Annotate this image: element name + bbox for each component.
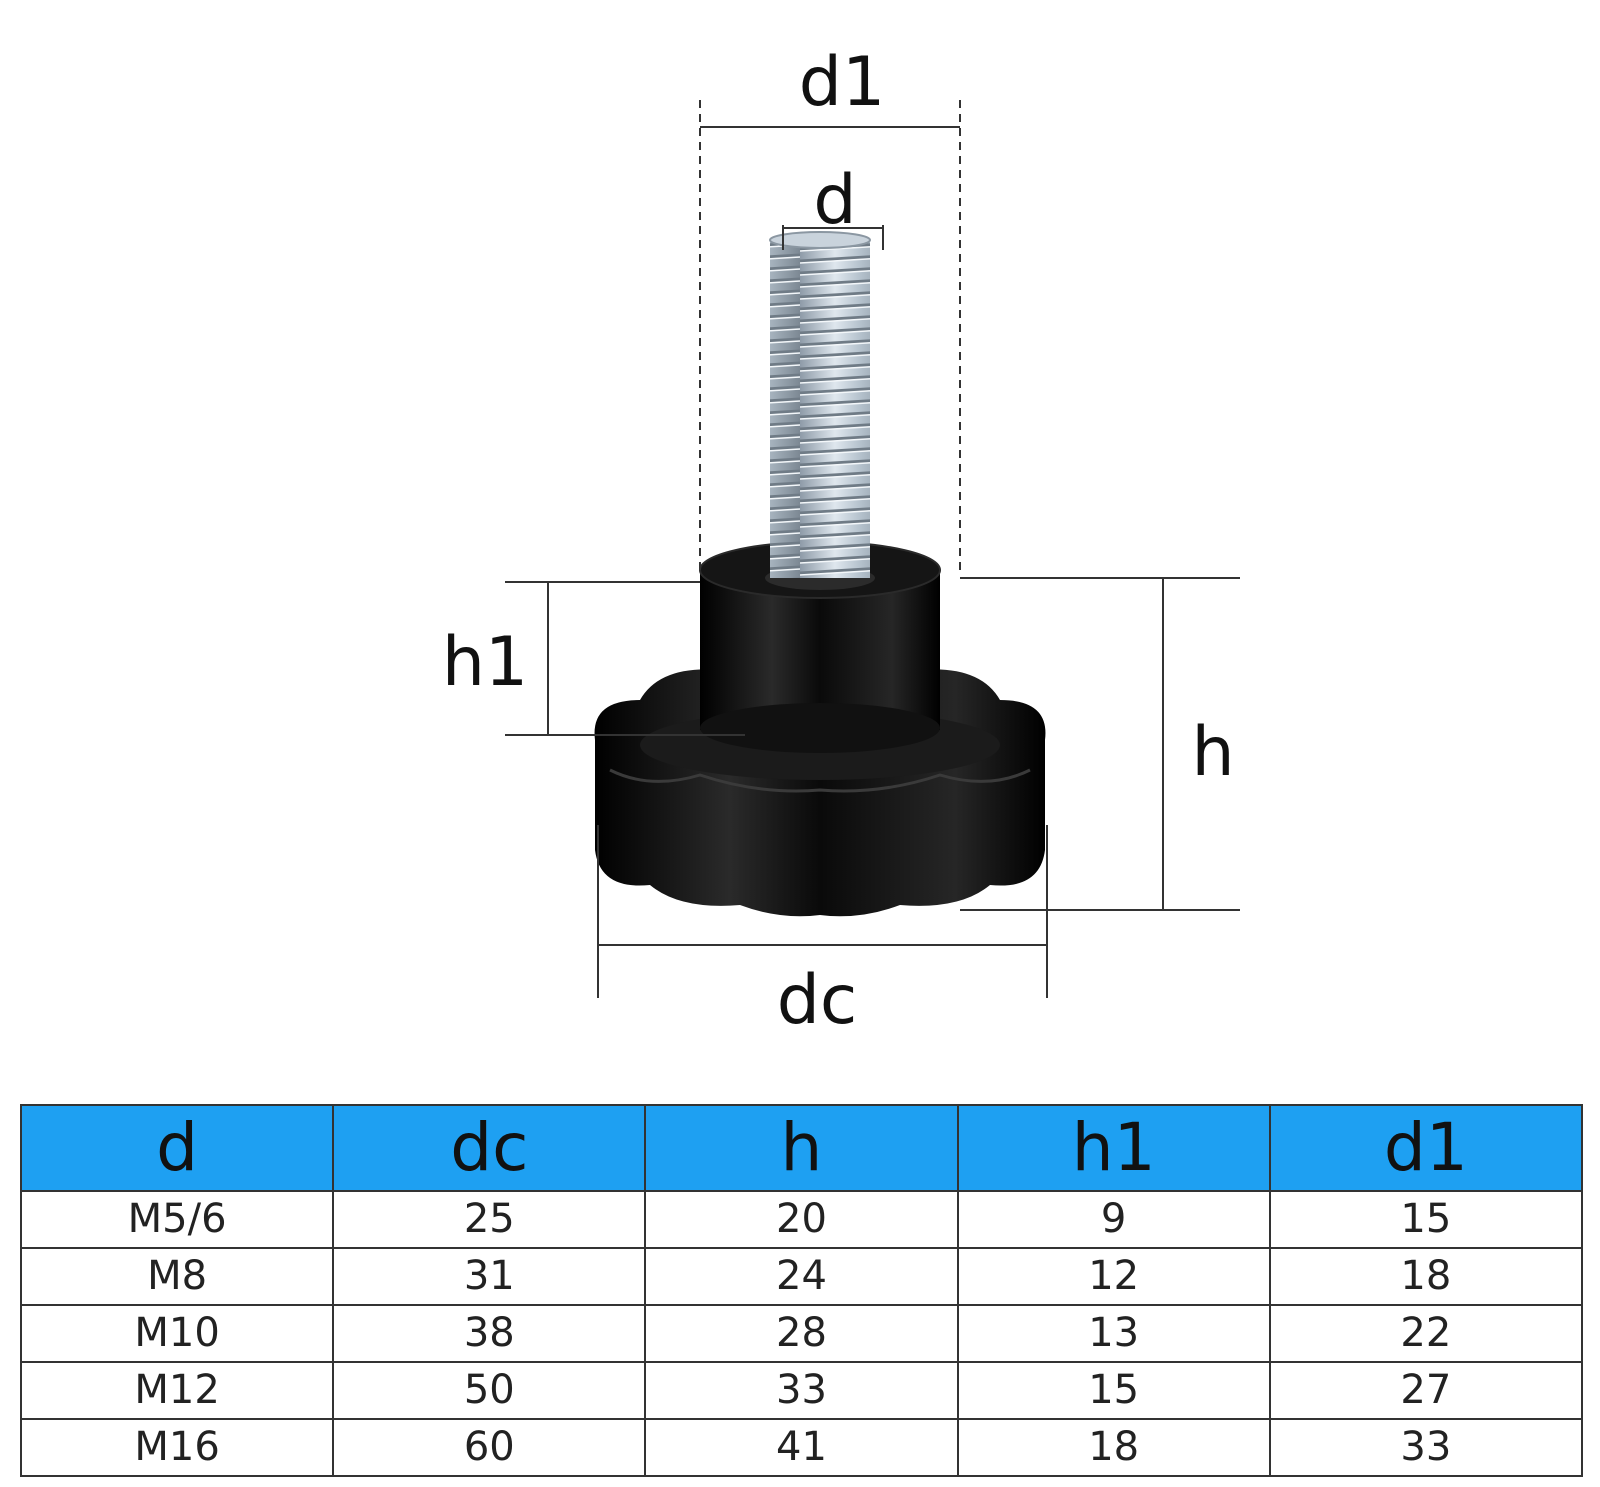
header-h: h <box>644 1104 959 1192</box>
table-row: M12 50 33 15 27 <box>19 1361 1584 1420</box>
cell-dc: 60 <box>332 1418 647 1477</box>
cell-d: M16 <box>19 1418 335 1477</box>
spec-table: d dc h h1 d1 M5/6 25 20 9 15 M8 31 24 12… <box>19 1104 1584 1477</box>
cell-d1: 22 <box>1268 1304 1584 1363</box>
table-row: M10 38 28 13 22 <box>19 1304 1584 1363</box>
table-row: M8 31 24 12 18 <box>19 1247 1584 1306</box>
threaded-shaft <box>769 231 871 585</box>
header-dc: dc <box>332 1104 647 1192</box>
cell-h1: 15 <box>956 1361 1271 1420</box>
cell-h: 33 <box>644 1361 959 1420</box>
table-row: M5/6 25 20 9 15 <box>19 1190 1584 1249</box>
cell-d1: 18 <box>1268 1247 1584 1306</box>
cell-d1: 33 <box>1268 1418 1584 1477</box>
header-d1: d1 <box>1268 1104 1584 1192</box>
cell-h1: 13 <box>956 1304 1271 1363</box>
cell-d: M12 <box>19 1361 335 1420</box>
dimension-lines <box>505 100 1240 998</box>
table-row: M16 60 41 18 33 <box>19 1418 1584 1477</box>
cell-dc: 50 <box>332 1361 647 1420</box>
cell-h1: 18 <box>956 1418 1271 1477</box>
cell-d1: 15 <box>1268 1190 1584 1249</box>
table-header-row: d dc h h1 d1 <box>19 1104 1584 1192</box>
cell-h: 28 <box>644 1304 959 1363</box>
cell-dc: 25 <box>332 1190 647 1249</box>
label-d1: d1 <box>799 43 885 122</box>
cell-h: 20 <box>644 1190 959 1249</box>
cell-h: 24 <box>644 1247 959 1306</box>
label-h: h <box>1191 713 1234 792</box>
knob-body <box>594 540 1046 917</box>
cell-d: M8 <box>19 1247 335 1306</box>
knob-dimension-diagram: d1 d h1 h dc <box>442 43 1240 1040</box>
header-d: d <box>19 1104 335 1192</box>
label-h1: h1 <box>442 623 528 702</box>
cell-d1: 27 <box>1268 1361 1584 1420</box>
label-d: d <box>813 161 856 240</box>
cell-h: 41 <box>644 1418 959 1477</box>
cell-d: M10 <box>19 1304 335 1363</box>
cell-h1: 12 <box>956 1247 1271 1306</box>
header-h1: h1 <box>956 1104 1271 1192</box>
label-dc: dc <box>777 961 858 1040</box>
cell-dc: 31 <box>332 1247 647 1306</box>
cell-d: M5/6 <box>19 1190 335 1249</box>
cell-h1: 9 <box>956 1190 1271 1249</box>
cell-dc: 38 <box>332 1304 647 1363</box>
